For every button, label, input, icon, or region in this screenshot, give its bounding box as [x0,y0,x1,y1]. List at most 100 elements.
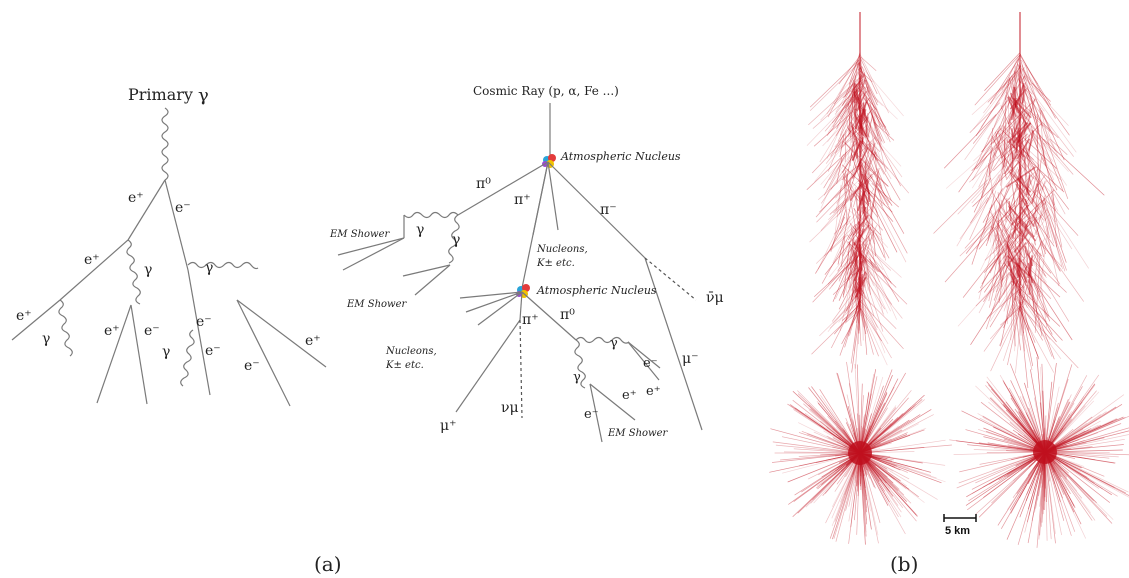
shower-track [838,127,854,149]
shower-track [874,202,907,263]
track [414,264,451,296]
nucleons-label: Nucleons, [536,244,588,255]
shower-track [830,168,849,190]
pi0-track [521,291,577,341]
shower-track [1018,62,1027,81]
shower-track [965,451,1046,506]
shower-track [972,155,988,181]
track [342,237,405,271]
shower-track [975,451,1046,515]
shower-track [1019,308,1039,358]
shower-track [992,219,1003,288]
shower-track [1001,58,1019,91]
shower-track [1021,137,1027,190]
shower-track [1007,103,1017,125]
shower-track [861,90,877,111]
shower-track [1023,250,1029,307]
shower-track [958,145,992,193]
shower-track [849,180,864,202]
shower-track [981,127,1003,153]
shower-track [838,73,859,95]
panel-b-showers: 5 km [769,12,1129,548]
shower-track [1010,189,1055,231]
shower-track [859,452,918,517]
shower-track [1044,451,1072,536]
particle-label: e⁻ [175,200,191,216]
shower-track [962,243,1006,298]
shower-track [1024,120,1058,191]
shower-track [1044,417,1126,453]
track [59,239,129,301]
shower-track [1017,304,1022,336]
shower-track [1002,308,1021,362]
shower-track [1026,284,1055,360]
particle-label: π⁰ [476,176,491,192]
shower-track [845,140,855,187]
shower-track [990,300,1025,372]
shower-track [1043,206,1066,272]
shower-track [815,223,857,264]
shower-track [860,60,864,85]
shower-track [832,295,858,324]
shower-track [814,139,849,182]
shower-track [876,168,892,201]
shower-track [983,451,1046,498]
shower-track [834,79,862,115]
shower-track [1044,438,1125,453]
shower-track [870,111,886,143]
shower-track [847,70,861,94]
shower-track [869,142,876,165]
shower-track [1004,77,1010,100]
shower-track [847,116,856,160]
shower-track [1023,298,1057,343]
shower-track [874,200,886,261]
shower-track [860,67,878,106]
shower-track [1027,257,1032,279]
shower-track [1022,262,1026,286]
shower-track [813,256,859,298]
shower-track [863,209,883,231]
shower-track [826,156,850,191]
shower-track [1044,451,1076,532]
shower-track [1039,216,1056,261]
shower-track [842,304,861,321]
shower-track [984,201,1047,261]
shower-track [831,79,865,124]
shower-track [1001,75,1013,97]
shower-track [852,241,868,263]
shower-track [811,305,861,355]
shower-track [1025,113,1055,181]
shower-track [815,215,851,274]
shower-track [857,71,879,137]
shower-track [1030,369,1046,453]
shower-track [848,103,851,138]
shower-track [995,169,1004,237]
particle-label: e⁺ [646,384,661,399]
shower-track [859,159,889,205]
shower-track [855,83,860,104]
shower-track [839,112,849,136]
shower-track [859,452,942,484]
shower-track [849,89,858,113]
particle-label: γ [205,260,213,276]
em-shower-label: EM Shower [329,229,391,240]
shower-track [988,175,1015,210]
shower-track [991,451,1046,504]
shower-track [1015,302,1023,374]
shower-track [857,90,861,141]
shower-track [984,52,1020,92]
shower-track [854,234,892,271]
eplus-track [127,179,166,241]
shower-track [1018,306,1025,330]
shower-track [1053,193,1066,215]
nucleus-label: Atmospheric Nucleus [560,150,681,163]
shower-track [1020,301,1024,334]
shower-track [1011,54,1022,81]
shower-track [1032,198,1047,221]
shower-track [859,452,872,530]
shower-track [1003,265,1020,312]
shower-track [858,63,879,103]
shower-track [872,203,898,253]
shower-track [1009,363,1046,453]
shower-track [846,249,849,293]
